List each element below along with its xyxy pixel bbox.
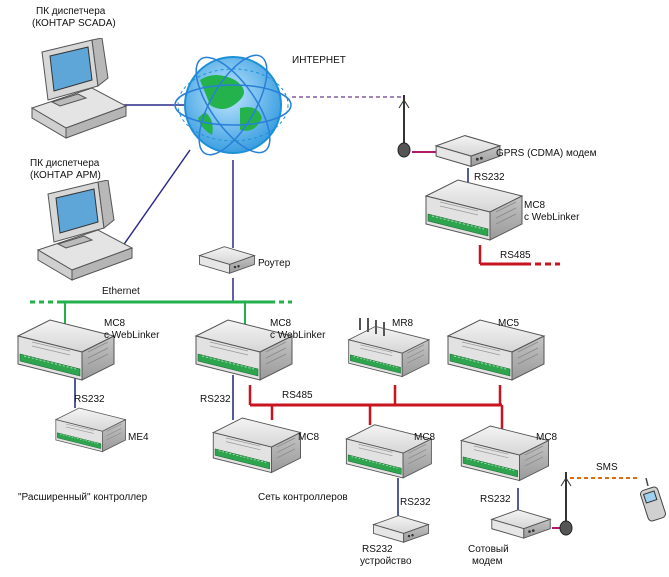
label-cell-modem-line1: Сотовый [468, 544, 509, 555]
pc-scada-icon [31, 38, 127, 139]
label-mc8-net3: MC8 [536, 432, 558, 443]
pc-arm-icon [37, 180, 133, 281]
mr8-icon [348, 325, 430, 378]
mc8-top-icon [425, 179, 523, 241]
label-mc8-left-line2: с WebLinker [104, 330, 160, 341]
label-sms: SMS [596, 462, 618, 473]
label-cell-modem-line2: модем [472, 556, 503, 567]
label-pc-scada-line1: ПК диспетчера [36, 6, 106, 17]
router-icon [199, 246, 255, 274]
label-controller-network: Сеть контроллеров [258, 492, 348, 503]
label-mr8: MR8 [392, 318, 414, 329]
mc8-net1-icon [212, 417, 302, 474]
label-rs232-cell-link: RS232 [480, 494, 511, 505]
rs232-device-icon [373, 515, 429, 543]
label-rs232-dev-link: RS232 [400, 497, 431, 508]
label-me4: ME4 [128, 432, 149, 443]
mr8-relay-pins [359, 318, 385, 336]
label-pc-arm-line1: ПК диспетчера [30, 158, 100, 169]
label-mc8-left-line1: MC8 [104, 318, 126, 329]
label-mc8-top-line1: MC8 [524, 200, 546, 211]
label-rs232-device-line1: RS232 [362, 544, 393, 555]
label-pc-scada-line2: (КОНТАР SCADA) [32, 18, 116, 29]
mc5-icon [447, 319, 545, 381]
label-rs232-top: RS232 [474, 172, 505, 183]
label-mc5: MC5 [498, 318, 520, 329]
cell-modem-icon [491, 509, 551, 539]
label-mc8-mid-line1: MC8 [270, 318, 292, 329]
label-rs232-mid: RS232 [200, 394, 231, 405]
label-pc-arm-line2: (КОНТАР АРМ) [30, 170, 101, 181]
internet-globe-icon [174, 54, 292, 156]
connections [30, 96, 640, 529]
label-rs485-bus: RS485 [282, 390, 313, 401]
me4-icon [55, 407, 127, 453]
label-mc8-top-line2: с WebLinker [524, 212, 580, 223]
label-mc8-net1: MC8 [298, 432, 320, 443]
label-router: Роутер [258, 258, 291, 269]
mc8-left-icon [17, 319, 115, 381]
label-mc8-mid-line2: с WebLinker [270, 330, 326, 341]
label-rs232-left: RS232 [74, 394, 105, 405]
label-ethernet: Ethernet [102, 286, 140, 297]
gprs-antenna-icon [397, 95, 411, 158]
arm-internet-link [119, 149, 191, 251]
label-internet: ИНТЕРНЕТ [292, 55, 346, 66]
gprs-modem-icon [435, 135, 501, 167]
mobile-phone-icon [640, 477, 666, 522]
label-rs485-top: RS485 [500, 250, 531, 261]
label-rs232-device-line2: устройство [360, 556, 412, 567]
cell-antenna-icon [559, 472, 573, 536]
label-mc8-net2: MC8 [414, 432, 436, 443]
label-gprs-modem: GPRS (CDMA) модем [496, 148, 597, 159]
label-extended-controller: "Расширенный" контроллер [18, 492, 148, 503]
